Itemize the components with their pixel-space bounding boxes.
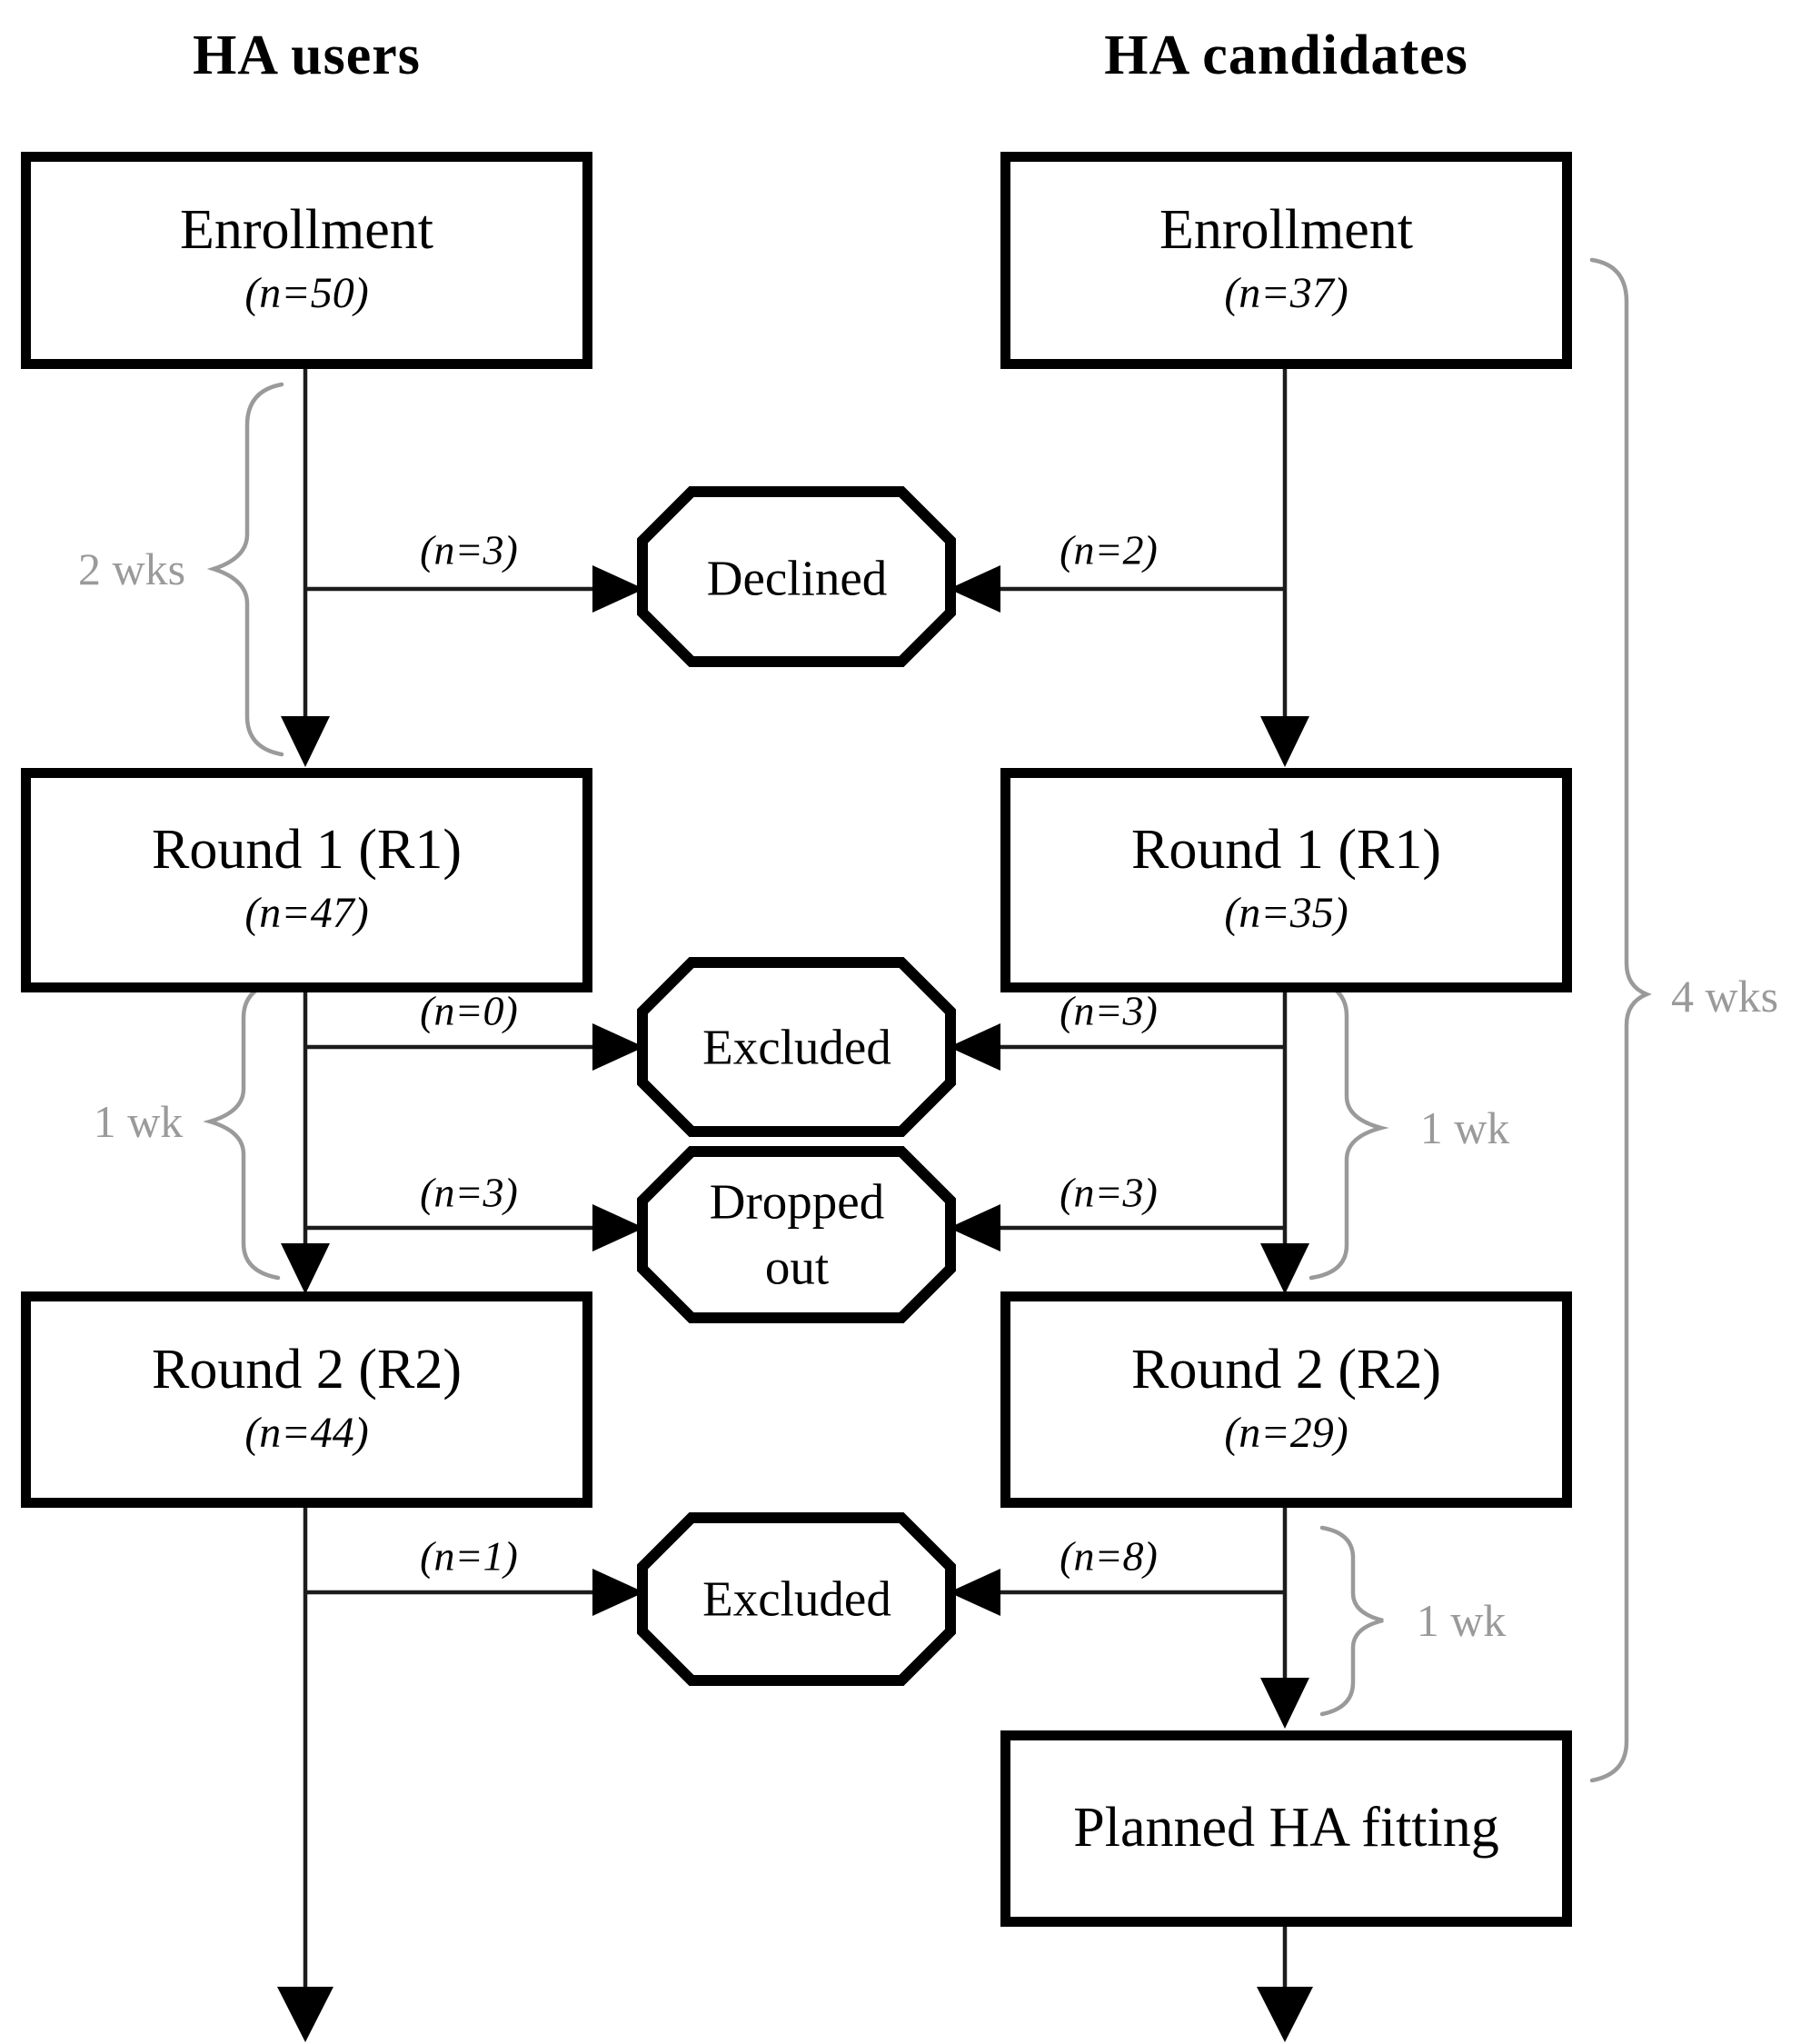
duration-label-right-bottom: 1 wk [1416,1595,1507,1646]
candidates-dropped-arrowhead [949,1204,1000,1251]
round1-box-candidates: Round 1 (R1) (n=35) [1000,768,1572,992]
duration-label-left-top: 2 wks [77,543,186,594]
declined-label: Declined [706,550,888,606]
flow-count-candidates-dropped: (n=3) [1060,1169,1158,1216]
duration-bracket-right-total [1589,257,1652,1783]
enrollment-users-count: (n=50) [244,269,369,318]
dropped-label: Dropped out [709,1173,885,1295]
duration-label-right-mid: 1 wk [1419,1102,1510,1153]
users-excluded1-arrowhead [592,1023,644,1071]
round1-users-count: (n=47) [244,889,369,938]
round1-candidates-title: Round 1 (R1) [1131,819,1441,882]
duration-brace-right-bottom [1319,1525,1384,1717]
excluded2-octagon [637,1512,956,1686]
duration-brace-right-mid [1308,977,1389,1281]
round2-box-users: Round 2 (R2) (n=44) [21,1291,592,1508]
users-declined-arrowhead [592,565,644,613]
enrollment-box-users: Enrollment (n=50) [21,152,592,369]
flow-count-users-excluded2: (n=1) [420,1532,518,1580]
duration-brace-left-top [206,382,284,757]
planned-fitting-title: Planned HA fitting [1073,1797,1499,1860]
flow-count-users-dropped: (n=3) [420,1169,518,1216]
planned-fitting-box: Planned HA fitting [1000,1730,1572,1927]
round2-candidates-count: (n=29) [1224,1408,1348,1457]
enrollment-candidates-count: (n=37) [1224,269,1348,318]
candidates-declined-arrowhead [949,565,1000,613]
round1-candidates-count: (n=35) [1224,889,1348,938]
flow-count-candidates-excluded1: (n=3) [1060,987,1158,1034]
enrollment-candidates-title: Enrollment [1159,199,1413,262]
users-dropped-arrowhead [592,1204,644,1251]
flow-count-candidates-declined: (n=2) [1060,526,1158,573]
duration-label-left-mid: 1 wk [93,1096,184,1147]
flow-count-users-declined: (n=3) [420,526,518,573]
round2-box-candidates: Round 2 (R2) (n=29) [1000,1291,1572,1508]
excluded1-label: Excluded [702,1019,891,1075]
duration-label-right-total: 4 wks [1670,971,1779,1022]
column-header-candidates: HA candidates [1104,25,1468,86]
candidates-exit-arrowhead [1257,1987,1313,2042]
users-exit-arrowhead [277,1987,333,2042]
candidates-excluded1-arrowhead [949,1023,1000,1071]
enrollment-box-candidates: Enrollment (n=37) [1000,152,1572,369]
round2-users-title: Round 2 (R2) [152,1338,462,1401]
flow-count-users-excluded1: (n=0) [420,987,518,1034]
candidates-excluded2-arrowhead [949,1569,1000,1616]
enrollment-users-title: Enrollment [180,199,433,262]
round2-users-count: (n=44) [244,1408,369,1457]
round1-box-users: Round 1 (R1) (n=47) [21,768,592,992]
flow-count-candidates-excluded2: (n=8) [1060,1532,1158,1580]
excluded2-label: Excluded [702,1570,891,1627]
declined-octagon [637,486,956,667]
users-excluded2-arrowhead [592,1569,644,1616]
users-r1-to-r2-arrowhead [281,1243,330,1294]
users-enroll-to-r1-arrowhead [281,716,330,767]
dropped-octagon [637,1146,956,1323]
excluded1-octagon [637,957,956,1137]
round2-candidates-title: Round 2 (R2) [1131,1338,1441,1401]
round1-users-title: Round 1 (R1) [152,819,462,882]
candidates-r1-to-r2-arrowhead [1260,1243,1309,1294]
column-header-users: HA users [193,25,421,86]
candidates-r2-to-fit-arrowhead [1260,1678,1309,1729]
candidates-enroll-to-r1-arrowhead [1260,716,1309,767]
duration-brace-left-mid [203,979,281,1281]
